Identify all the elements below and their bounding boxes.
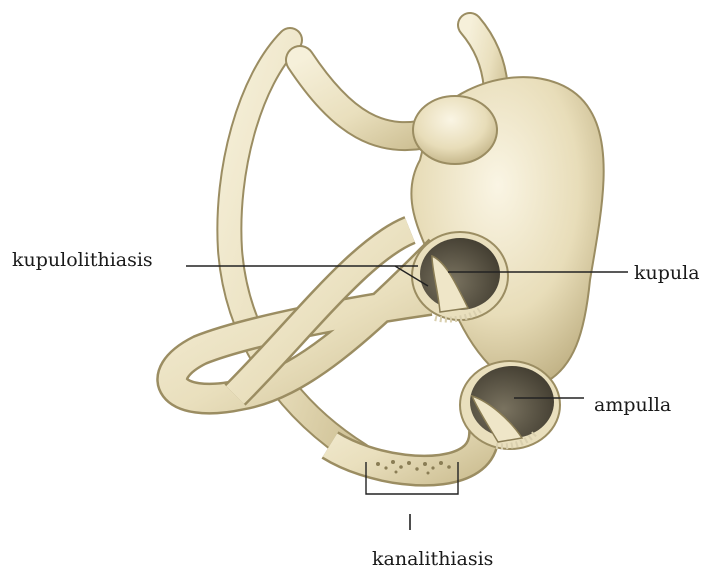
label-kupulolithiasis: kupulolithiasis xyxy=(12,251,153,270)
upper-ampulla xyxy=(412,232,508,320)
label-ampulla: ampulla xyxy=(594,396,671,415)
lower-ampulla xyxy=(460,361,560,449)
label-kanalithiasis: kanalithiasis xyxy=(372,550,493,569)
label-kupula: kupula xyxy=(634,264,700,283)
